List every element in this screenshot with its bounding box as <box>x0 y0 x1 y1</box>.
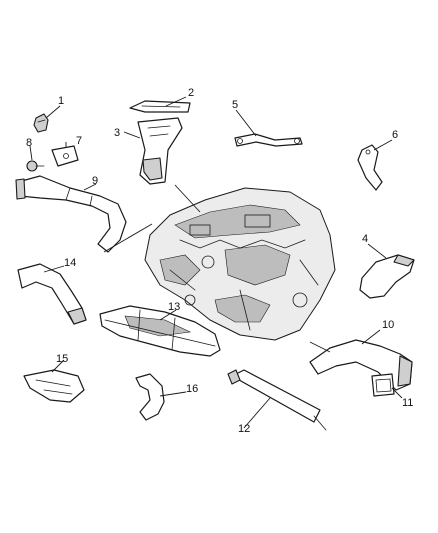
part-8-bolt <box>26 160 45 172</box>
callout-9: 9 <box>92 175 98 187</box>
part-15-shield <box>23 369 85 403</box>
engine-block <box>144 187 336 341</box>
part-4-elbow <box>359 254 415 299</box>
part-7-plate <box>51 145 79 167</box>
part-11-seal <box>371 373 395 397</box>
leader-lines <box>29 96 403 429</box>
part-13-resonator <box>99 305 221 357</box>
callout-7: 7 <box>76 135 82 147</box>
callout-15: 15 <box>56 353 68 365</box>
callout-8: 8 <box>26 137 32 149</box>
callout-5: 5 <box>232 99 238 111</box>
callout-3: 3 <box>114 127 120 139</box>
callout-11: 11 <box>402 397 413 409</box>
callout-2: 2 <box>188 87 194 99</box>
callout-4: 4 <box>362 233 368 245</box>
part-6-bracket <box>357 144 383 191</box>
callout-6: 6 <box>392 129 398 141</box>
part-10-hose <box>309 339 413 391</box>
part-1-clip <box>33 113 49 133</box>
part-12-tube <box>227 369 327 431</box>
part-14-hose <box>17 263 87 325</box>
callout-10: 10 <box>382 319 394 331</box>
part-3-adapter <box>137 117 183 185</box>
part-16-hose <box>135 373 165 421</box>
callout-1: 1 <box>58 95 64 107</box>
callout-13: 13 <box>168 301 180 313</box>
part-5-rod <box>234 133 303 147</box>
callout-12: 12 <box>238 423 250 435</box>
part-2-gasket <box>129 100 191 113</box>
callout-14: 14 <box>64 257 76 269</box>
part-9-duct <box>15 175 127 253</box>
callout-16: 16 <box>186 383 198 395</box>
